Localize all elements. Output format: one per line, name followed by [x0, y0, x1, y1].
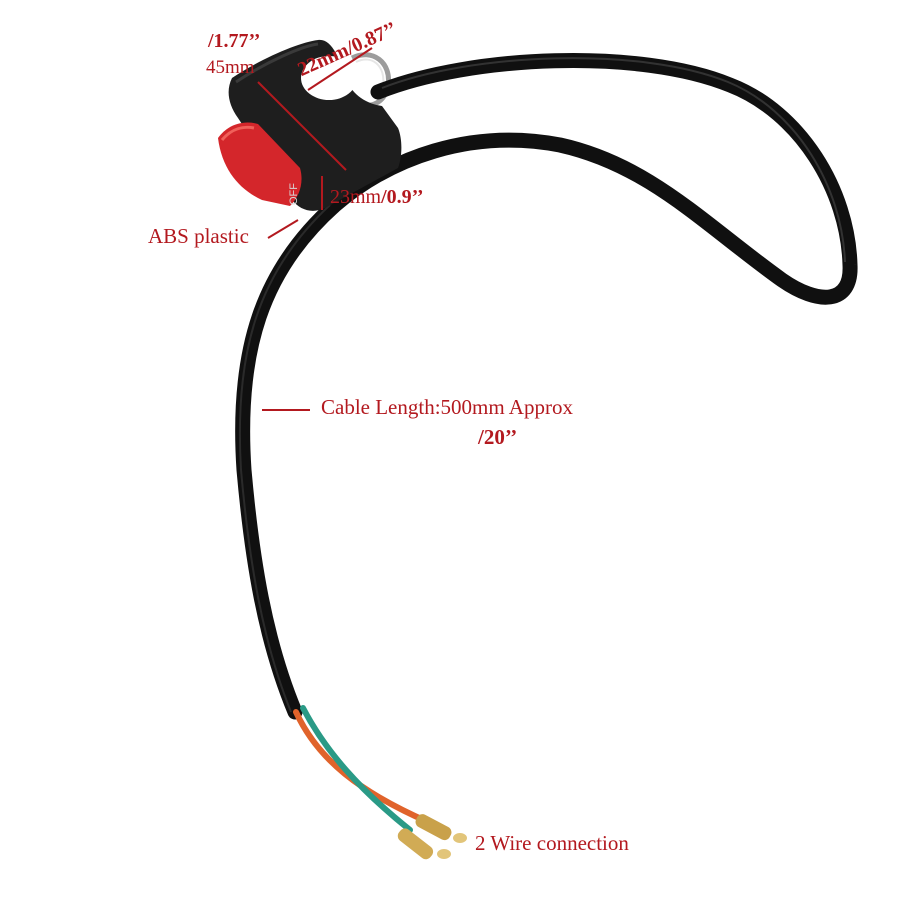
- dimension-lines: [257, 47, 373, 411]
- height-inch-text: /0.9’’: [381, 186, 424, 208]
- rocker-switch: [218, 122, 302, 206]
- height-mm-text: 23mm: [330, 186, 382, 208]
- material-label: ABS plastic: [148, 224, 249, 248]
- cable-length-inch: /20’’: [478, 425, 518, 449]
- dimension-width-inch: /1.77’’: [208, 30, 261, 52]
- wires: [293, 705, 431, 833]
- cable: [235, 53, 858, 720]
- wire-connection-label: 2 Wire connection: [475, 831, 629, 855]
- rocker-off-label: OFF: [288, 183, 300, 205]
- cable-length-label: Cable Length:500mm Approx: [321, 395, 573, 419]
- wire-terminals: [397, 814, 467, 860]
- dimension-width-mm: 45mm: [206, 57, 255, 78]
- dimension-height-mm: 23mm/0.9’’: [330, 187, 424, 207]
